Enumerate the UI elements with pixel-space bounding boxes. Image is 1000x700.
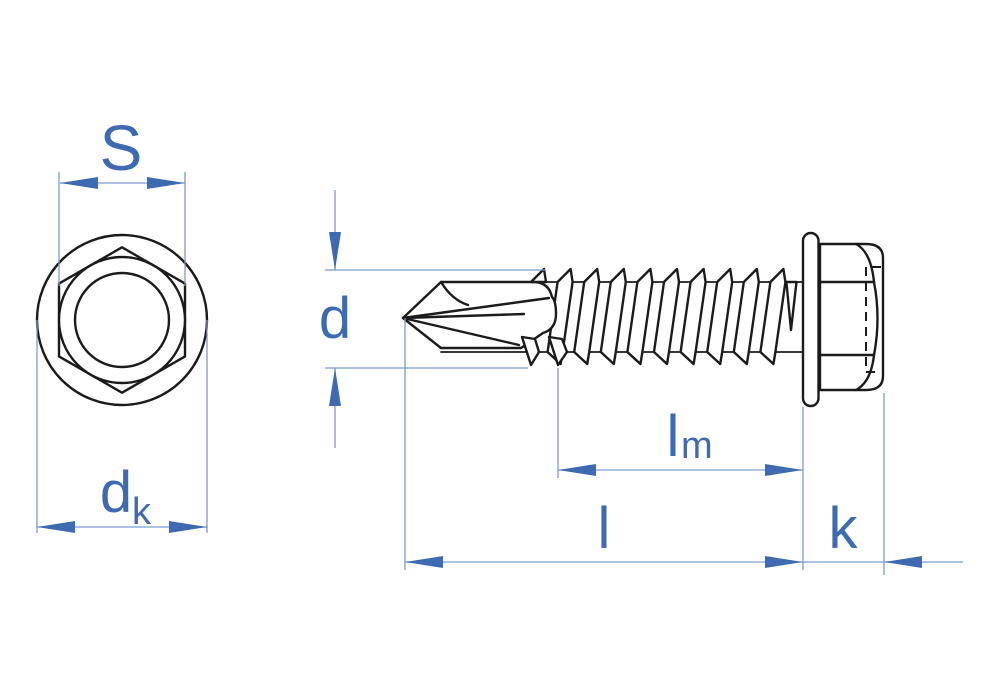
washer-flange: [801, 231, 820, 408]
head-chamfer-arc-middle: [872, 280, 879, 357]
arrowhead: [329, 232, 341, 270]
dimension-k: k: [829, 393, 922, 575]
dimension-dk: d k: [36, 320, 208, 533]
arrowhead: [147, 177, 185, 189]
dimension-lm: l m: [557, 368, 803, 478]
dimension-label-l: l: [598, 496, 611, 561]
arrowhead: [329, 368, 341, 406]
head-body: [818, 242, 885, 392]
thread-ribs: [546, 267, 798, 366]
head-chamfer-arc-top: [854, 242, 876, 284]
dimension-label-lm: l: [667, 404, 680, 469]
dimension-s: S: [58, 112, 186, 286]
arrowhead: [60, 177, 98, 189]
screw-side-view: [401, 231, 885, 408]
dimension-label-lm-sub: m: [681, 425, 713, 467]
head-chamfer-arc-bottom: [854, 353, 876, 392]
dimension-label-k: k: [829, 496, 859, 561]
arrowhead: [765, 464, 803, 476]
dimension-label-d: d: [319, 286, 351, 351]
arrowhead: [405, 556, 443, 568]
arrowhead: [558, 464, 596, 476]
dimension-d: d: [319, 190, 545, 448]
arrowhead: [37, 521, 75, 533]
thread-start-crests: [520, 267, 569, 367]
arrowhead: [765, 556, 803, 568]
drill-flute-line-upper: [401, 296, 551, 320]
thread-runout: [785, 280, 798, 332]
dimension-label-dk-sub: k: [132, 491, 152, 533]
arrowhead: [169, 521, 207, 533]
drill-point: [401, 280, 558, 350]
drill-flute-line-lower: [401, 316, 521, 347]
dimension-label-dk: d: [100, 460, 132, 525]
hex-head-side: [801, 231, 885, 408]
dimension-l: l: [404, 318, 963, 570]
head-hidden-lines: [865, 266, 881, 373]
hex-head-front-view: [35, 233, 209, 407]
hex-chamfer-circle: [73, 271, 171, 369]
drill-flute-line-middle: [401, 312, 526, 320]
drill-flute-curve: [439, 280, 470, 307]
arrowhead: [884, 556, 922, 568]
dimension-label-s: S: [100, 112, 143, 184]
